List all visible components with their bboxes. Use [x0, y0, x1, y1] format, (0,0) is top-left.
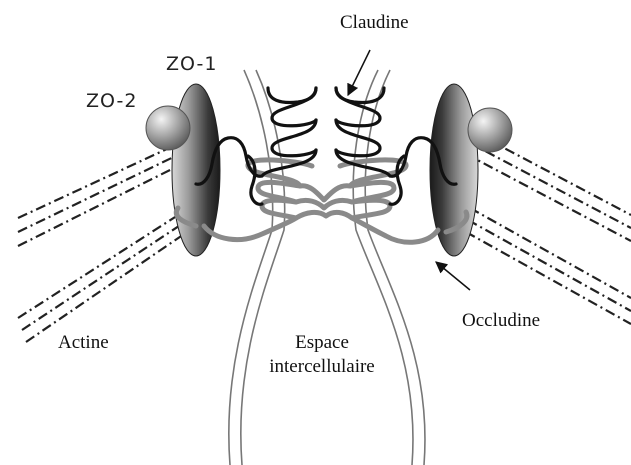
label-intercellulaire: intercellulaire	[269, 356, 375, 377]
membrane-right	[353, 70, 425, 465]
label-espace: Espace	[295, 332, 349, 353]
occludine-arrow	[436, 262, 470, 290]
zo2-sphere-left	[146, 106, 190, 150]
label-zo1: ZO-1	[166, 53, 217, 75]
actin-filaments-left	[18, 142, 190, 342]
label-claudine: Claudine	[340, 12, 409, 33]
claudin-strand	[196, 88, 456, 204]
membrane-left	[229, 70, 285, 465]
zo2-sphere-right	[468, 108, 512, 152]
actin-filaments-right	[466, 130, 631, 324]
label-occludine: Occludine	[462, 310, 540, 331]
label-zo2: ZO-2	[86, 90, 137, 112]
label-actine: Actine	[58, 332, 109, 353]
claudine-arrow	[348, 50, 370, 95]
